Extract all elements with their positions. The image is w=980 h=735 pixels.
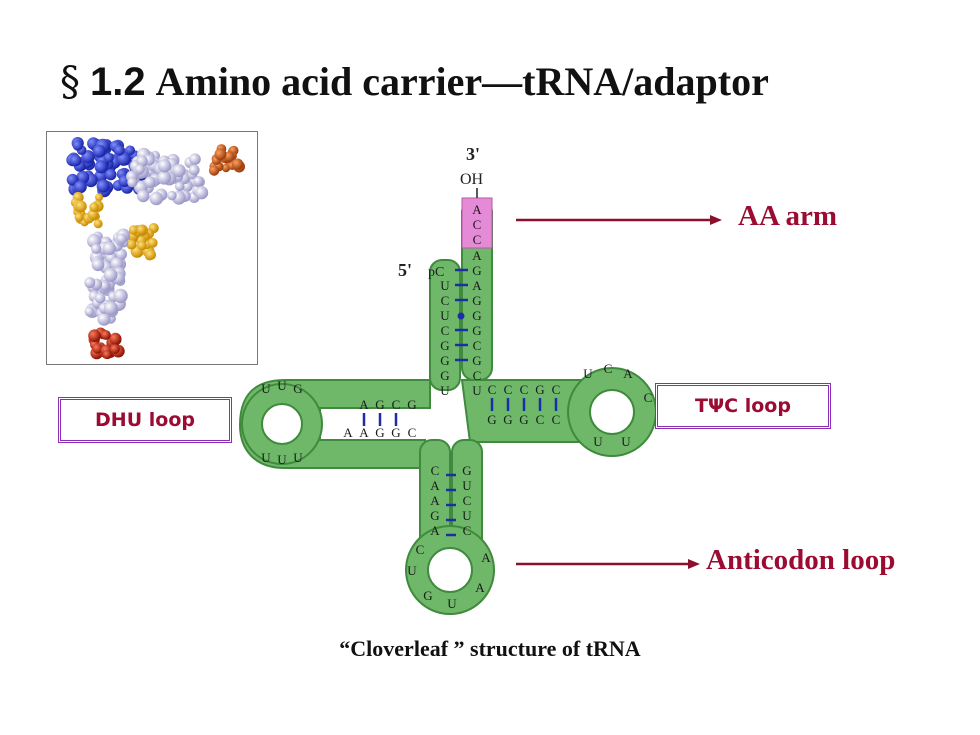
three-prime-label: 3' [466,144,480,164]
nucleotide: U [440,308,450,323]
nucleotide: G [407,397,416,412]
nucleotide: U [462,478,472,493]
nucleotide: G [375,425,384,440]
nucleotide: C [552,412,561,427]
nucleotide: G [487,412,496,427]
nucleotide: U [440,278,450,293]
section-symbol: § [60,59,80,105]
figure-caption: “Cloverleaf ” structure of tRNA [339,636,641,661]
nucleotide: G [440,368,449,383]
loop-holes [261,389,635,593]
nucleotide: C [473,232,482,247]
nucleotide: G [423,588,432,603]
nucleotide: C [604,361,613,376]
nucleotide: A [430,523,440,538]
nucleotide: C [552,382,561,397]
nucleotide: C [441,323,450,338]
nucleotide: U [462,508,472,523]
nucleotide: C [441,293,450,308]
nucleotide: A [430,493,440,508]
trna-3d-model-graphic [66,137,246,360]
pc-label: pC [428,265,444,280]
nucleotide: G [503,412,512,427]
nucleotide: G [462,463,471,478]
aa-arm-arrow [516,215,722,225]
nucleotide: U [293,450,303,465]
nucleotide: G [391,425,400,440]
nucleotide: U [593,434,603,449]
nucleotide: C [463,493,472,508]
nucleotide: G [535,382,544,397]
nucleotide: U [447,596,457,611]
nucleotide: C [644,390,653,405]
nucleotide: C [392,397,401,412]
nucleotide: A [359,397,369,412]
nucleotide: A [359,425,369,440]
tpsic-loop-label-box: TΨC loop [655,383,831,429]
tpsic-loop-label: TΨC loop [695,395,791,417]
nucleotide: C [536,412,545,427]
anticodon-loop-label: Anticodon loop [706,544,896,576]
nucleotide: A [623,366,633,381]
base-pair-lines [362,268,558,537]
nucleotide: A [472,202,482,217]
nucleotide: C [431,463,440,478]
nucleotide: U [472,383,482,398]
nucleotide: U [407,563,417,578]
nucleotide: C [504,382,513,397]
nucleotide: G [472,263,481,278]
five-prime-label: 5' [398,260,412,280]
nucleotide: G [375,397,384,412]
nucleotide: U [621,434,631,449]
nucleotide: A [472,248,482,263]
nucleotide: C [463,523,472,538]
nucleotide: U [261,381,271,396]
nucleotide: G [440,353,449,368]
nucleotide: A [475,580,485,595]
nucleotide: U [277,452,287,467]
nucleotide: G [472,293,481,308]
nucleotide: C [488,382,497,397]
nucleotide: A [343,425,353,440]
nucleotide: G [472,308,481,323]
nucleotide: C [520,382,529,397]
nucleotide: G [472,323,481,338]
title-text: Amino acid carrier—tRNA/adaptor [155,59,769,104]
nucleotide: C [416,542,425,557]
anticodon-arrow [516,559,700,569]
nucleotide: G [430,508,439,523]
nucleotide: C [473,338,482,353]
nucleotide: A [472,278,482,293]
gu-dot [457,312,465,320]
acc-highlight [461,197,493,249]
nucleotide: C [473,368,482,383]
nucleotide: U [277,378,287,393]
nucleotide: G [519,412,528,427]
page-title: § 1.2 Amino acid carrier—tRNA/adaptor [60,58,769,105]
section-number: 1.2 [90,60,146,104]
nucleotide: U [261,450,271,465]
nucleotide: G [440,338,449,353]
nucleotide: A [481,550,491,565]
trna-3d-model-image [46,131,258,365]
aa-arm-label: AA arm [738,200,838,232]
nucleotide: U [440,383,450,398]
nucleotide: C [473,217,482,232]
dhu-loop-label: DHU loop [95,409,195,431]
nucleotide: G [472,353,481,368]
nucleotide: C [408,425,417,440]
nucleotide: G [293,381,302,396]
dhu-loop-label-box: DHU loop [58,397,232,443]
nucleotide: U [583,366,593,381]
nucleotide: A [430,478,440,493]
oh-label: OH [460,171,484,188]
